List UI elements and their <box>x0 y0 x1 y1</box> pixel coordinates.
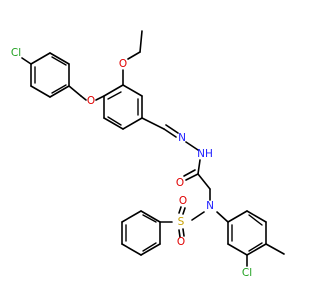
chlorine-atom-label: Cl <box>242 267 252 279</box>
bond <box>140 210 161 223</box>
bond-inner <box>51 56 67 66</box>
bond <box>165 124 179 134</box>
sulfonamide-nitrogen-label: N <box>206 200 214 212</box>
bond <box>141 117 165 130</box>
bond <box>49 85 70 98</box>
imine-nitrogen-label: N <box>178 132 186 144</box>
bond <box>103 84 124 97</box>
bond <box>216 211 229 223</box>
molecule-structure-diagram: Cl O O N NH O N S O O Cl <box>11 30 285 279</box>
bond <box>121 243 142 256</box>
bond <box>183 169 196 177</box>
bond <box>178 206 182 214</box>
bond <box>68 85 82 97</box>
atom-label-layer: Cl O O N NH O N S O O Cl <box>11 47 252 279</box>
bond-inner <box>142 214 157 223</box>
bond <box>265 243 285 255</box>
bond <box>121 210 142 223</box>
ethoxy-oxygen-label: O <box>119 58 127 70</box>
chlorine-atom-label: Cl <box>11 47 21 59</box>
sulfonyl-oxygen-label: O <box>179 195 187 207</box>
bond <box>127 51 141 60</box>
bond <box>246 243 267 256</box>
bond <box>103 117 124 130</box>
bond <box>197 159 201 175</box>
bond <box>246 210 267 223</box>
bond-inner <box>107 91 122 100</box>
bond <box>182 207 186 215</box>
ether-oxygen-label: O <box>87 95 95 107</box>
bond <box>185 141 199 151</box>
sulfur-atom-label: S <box>178 216 185 228</box>
bond-inner <box>107 116 122 126</box>
bond <box>49 52 70 65</box>
hydrazide-nh-label: NH <box>197 148 213 160</box>
bond-inner <box>248 242 263 252</box>
bond <box>122 84 143 97</box>
bond <box>182 228 185 237</box>
bond <box>140 243 161 256</box>
bond <box>80 95 87 101</box>
bond <box>163 128 177 138</box>
bond-layer <box>21 30 285 267</box>
bond <box>30 52 51 65</box>
bond <box>30 85 51 98</box>
bond <box>227 210 248 223</box>
bond <box>21 57 32 65</box>
bond <box>95 95 105 101</box>
sulfonyl-oxygen-label: O <box>177 236 185 248</box>
bond <box>178 229 181 238</box>
bond <box>122 117 143 130</box>
carbonyl-oxygen-label: O <box>176 177 184 189</box>
bond <box>197 173 211 190</box>
bond-inner <box>248 214 263 226</box>
bond <box>185 173 199 181</box>
bond <box>191 211 205 221</box>
bond <box>139 30 143 53</box>
bond <box>227 243 248 256</box>
bond-inner <box>51 84 67 94</box>
bond-inner <box>142 242 157 252</box>
